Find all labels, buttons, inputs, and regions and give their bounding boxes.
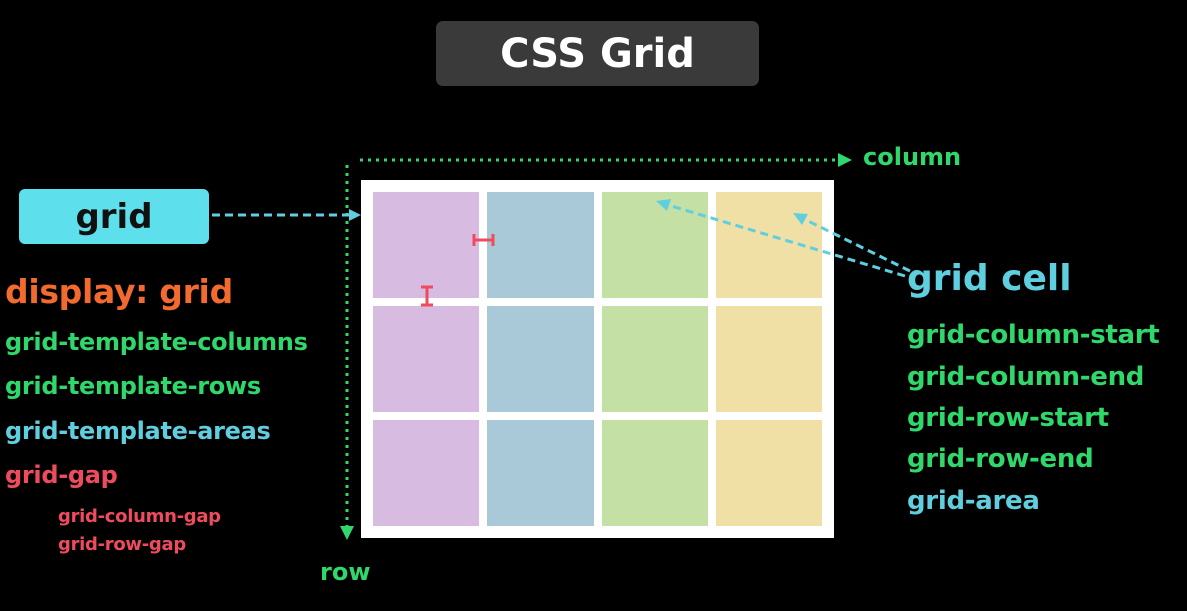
- grid-cell-r3-c3: [601, 420, 708, 526]
- prop-grid-row-end: grid-row-end: [907, 444, 1094, 474]
- grid-cell-r3-c2: [487, 420, 594, 526]
- grid-cell-r1-c1: [373, 192, 480, 298]
- column-axis-arrowhead: [838, 153, 852, 167]
- grid-label-text: grid: [75, 196, 153, 237]
- prop-grid-column-gap: grid-column-gap: [58, 506, 221, 527]
- prop-grid-column-end: grid-column-end: [907, 362, 1145, 392]
- grid-label-box: grid: [19, 189, 209, 244]
- column-axis-label: column: [863, 143, 962, 171]
- grid-cell-r1-c4: [715, 192, 822, 298]
- grid-cell-r1-c3: [601, 192, 708, 298]
- prop-grid-row-start: grid-row-start: [907, 403, 1109, 433]
- title-box: CSS Grid: [436, 21, 759, 86]
- grid-cell-r3-c1: [373, 420, 480, 526]
- prop-grid-row-gap: grid-row-gap: [58, 534, 186, 555]
- grid-cell-r3-c4: [715, 420, 822, 526]
- grid-cell-r2-c3: [601, 306, 708, 412]
- prop-grid-gap: grid-gap: [5, 461, 118, 489]
- prop-display-grid: display: grid: [5, 272, 233, 311]
- grid-container: [361, 180, 834, 538]
- row-axis-arrowhead: [340, 526, 354, 540]
- prop-grid-column-start: grid-column-start: [907, 320, 1160, 350]
- prop-grid-template-areas: grid-template-areas: [5, 417, 271, 445]
- row-axis-label: row: [320, 558, 371, 586]
- prop-grid-template-rows: grid-template-rows: [5, 372, 261, 400]
- grid-connector-arrowhead: [349, 209, 361, 221]
- grid-cell-title: grid cell: [907, 258, 1072, 299]
- grid-cell-r2-c1: [373, 306, 480, 412]
- title-text: CSS Grid: [500, 30, 695, 77]
- grid-cell-r2-c2: [487, 306, 594, 412]
- prop-grid-area: grid-area: [907, 486, 1040, 516]
- prop-grid-template-columns: grid-template-columns: [5, 328, 308, 356]
- grid-cell-r2-c4: [715, 306, 822, 412]
- grid-cell-r1-c2: [487, 192, 594, 298]
